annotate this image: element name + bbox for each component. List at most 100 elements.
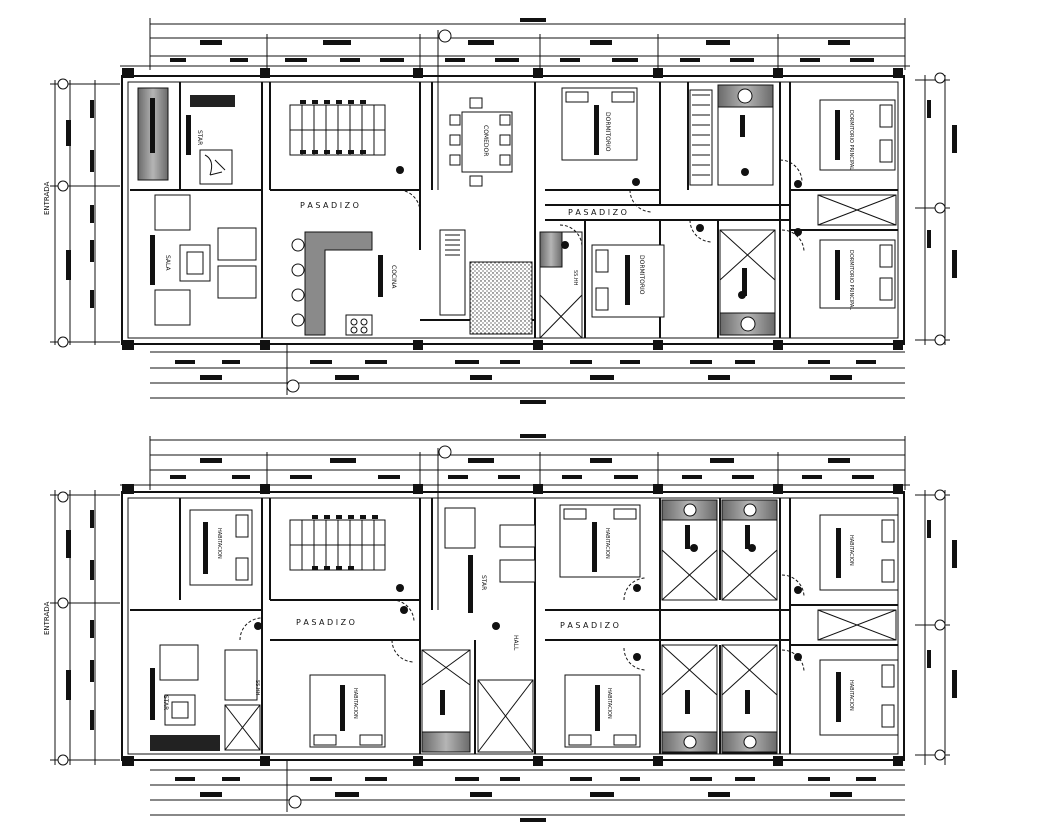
lower-bed-2-block — [592, 522, 597, 572]
upper-garden — [469, 261, 533, 335]
lower-lounge-bar — [150, 735, 220, 751]
upper-right-grid-markers — [934, 72, 946, 346]
lower-bed-1-block — [203, 522, 208, 574]
upper-sala-label: SALA — [164, 255, 171, 272]
lower-sink-icon-3 — [683, 735, 697, 749]
upper-stair-gray-label — [150, 98, 155, 153]
lower-star-label: STAR — [480, 575, 487, 590]
lower-door-dots — [254, 544, 802, 661]
upper-stair-marks — [300, 100, 404, 174]
upper-top-dimensions — [120, 18, 910, 70]
lower-star-block — [468, 555, 473, 613]
upper-bath-1-hatch — [692, 94, 710, 176]
upper-entrada-label: ENTRADA — [43, 181, 51, 215]
lower-bed-3 — [819, 514, 899, 591]
lower-section-line — [437, 445, 452, 610]
lower-sink-icon-4 — [743, 735, 757, 749]
lower-habitacion-4-label: HABITACION — [848, 680, 854, 711]
lower-sshh-label: SS.HH — [254, 680, 260, 696]
upper-plan: ENTRADA — [43, 18, 957, 404]
lower-right-dim-blocks — [927, 520, 957, 698]
upper-dormitorio-a-label: DORMITORIO — [604, 112, 611, 152]
upper-bed-principal-b-block — [835, 250, 840, 300]
upper-bath-2-block — [742, 268, 747, 296]
upper-columns — [122, 68, 903, 350]
lower-habitacion-3-label: HABITACION — [848, 535, 854, 566]
lower-bed-4 — [819, 659, 899, 736]
lower-bed-5-block — [595, 685, 600, 731]
upper-sshh-label: SS.HH — [572, 270, 578, 286]
upper-walls — [121, 75, 905, 345]
lower-door-swings — [239, 574, 805, 673]
upper-bed-principal-b — [819, 239, 896, 309]
upper-corridor-left-label: P A S A D I Z O — [300, 201, 359, 210]
lower-star-2-label: STAR — [162, 695, 169, 710]
upper-interior-walls — [130, 82, 898, 338]
lower-bath-block-2 — [745, 525, 750, 549]
lower-left-grid-markers — [57, 491, 69, 766]
upper-door-dots — [561, 168, 802, 299]
upper-living — [154, 194, 257, 326]
lower-bath-mid-block — [440, 690, 445, 715]
upper-star-bar — [190, 95, 235, 107]
lower-bottom-dim-blocks — [175, 777, 876, 822]
lower-columns — [122, 484, 903, 766]
lower-right-grid-markers — [934, 489, 946, 761]
upper-section-line — [437, 29, 452, 190]
lower-walls — [121, 491, 905, 761]
lower-top-dimensions — [120, 436, 910, 490]
lower-habitacion-6-label: HABITACION — [352, 688, 358, 719]
lower-bed-5 — [564, 674, 641, 748]
upper-dim-text-blocks — [170, 18, 874, 62]
lower-habitacion-5-label: HABITACION — [606, 688, 612, 719]
upper-bed-principal-a — [819, 99, 896, 171]
upper-kitchen — [304, 229, 466, 336]
upper-dormitorio-principal-b-label: DORMITORIO PRINCIPAL — [848, 250, 854, 310]
lower-bottom-dimensions — [150, 760, 905, 816]
lower-hall-label: HALL — [512, 635, 519, 651]
upper-dormitorio-b-label: DORMITORIO — [638, 255, 645, 295]
upper-star-label: STAR — [196, 130, 203, 145]
upper-star-person-icon — [204, 154, 226, 176]
lower-bath-mid-gray — [421, 731, 471, 753]
upper-left-grid-markers — [57, 78, 69, 348]
lower-sink-icon-1 — [683, 503, 697, 517]
lower-bath-block-3 — [685, 690, 690, 714]
lower-interior-walls — [130, 498, 898, 754]
lower-bath-block-1 — [685, 525, 690, 549]
lower-star-lounge — [444, 507, 536, 583]
lower-sink-icon-2 — [743, 503, 757, 517]
lower-stair-marks — [312, 515, 404, 592]
upper-dining-table — [449, 97, 513, 187]
upper-bed-1 — [561, 87, 638, 161]
upper-bar-stools — [291, 238, 305, 327]
upper-left-dim-blocks — [66, 100, 94, 308]
lower-bed-4-block — [836, 672, 841, 722]
lower-bed-3-block — [836, 528, 841, 578]
upper-dormitorio-principal-a-label: DORMITORIO PRINCIPAL — [848, 110, 854, 170]
lower-dim-text-blocks — [170, 434, 874, 479]
upper-star-chair — [199, 149, 233, 185]
lower-habitacion-2-label: HABITACION — [604, 528, 610, 559]
upper-bottom-dimensions — [150, 345, 905, 399]
lower-star-2-block — [150, 668, 155, 720]
upper-comedor-label: COMEDOR — [482, 125, 489, 156]
upper-bath-1-block — [740, 115, 745, 137]
upper-kitchen-block — [378, 255, 383, 297]
lower-corridor-left-label: P A S A D I Z O — [296, 618, 355, 627]
upper-cocina-label: COCINA — [390, 265, 397, 289]
upper-sshh-gray — [539, 231, 563, 268]
lower-left-dimensions — [50, 490, 120, 765]
lower-bed-1 — [189, 509, 253, 586]
lower-bed-6-block — [340, 685, 345, 731]
lower-left-dim-blocks — [66, 510, 94, 730]
lower-bed-6 — [309, 674, 386, 748]
lower-corridor-right-label: P A S A D I Z O — [560, 621, 619, 630]
upper-sink-2-icon — [740, 316, 756, 332]
upper-left-dimensions — [50, 80, 120, 345]
lower-stairs — [289, 519, 386, 571]
upper-stairs — [289, 104, 386, 156]
upper-bottom-dim-blocks — [175, 360, 876, 404]
upper-bed-2-block — [625, 255, 630, 305]
